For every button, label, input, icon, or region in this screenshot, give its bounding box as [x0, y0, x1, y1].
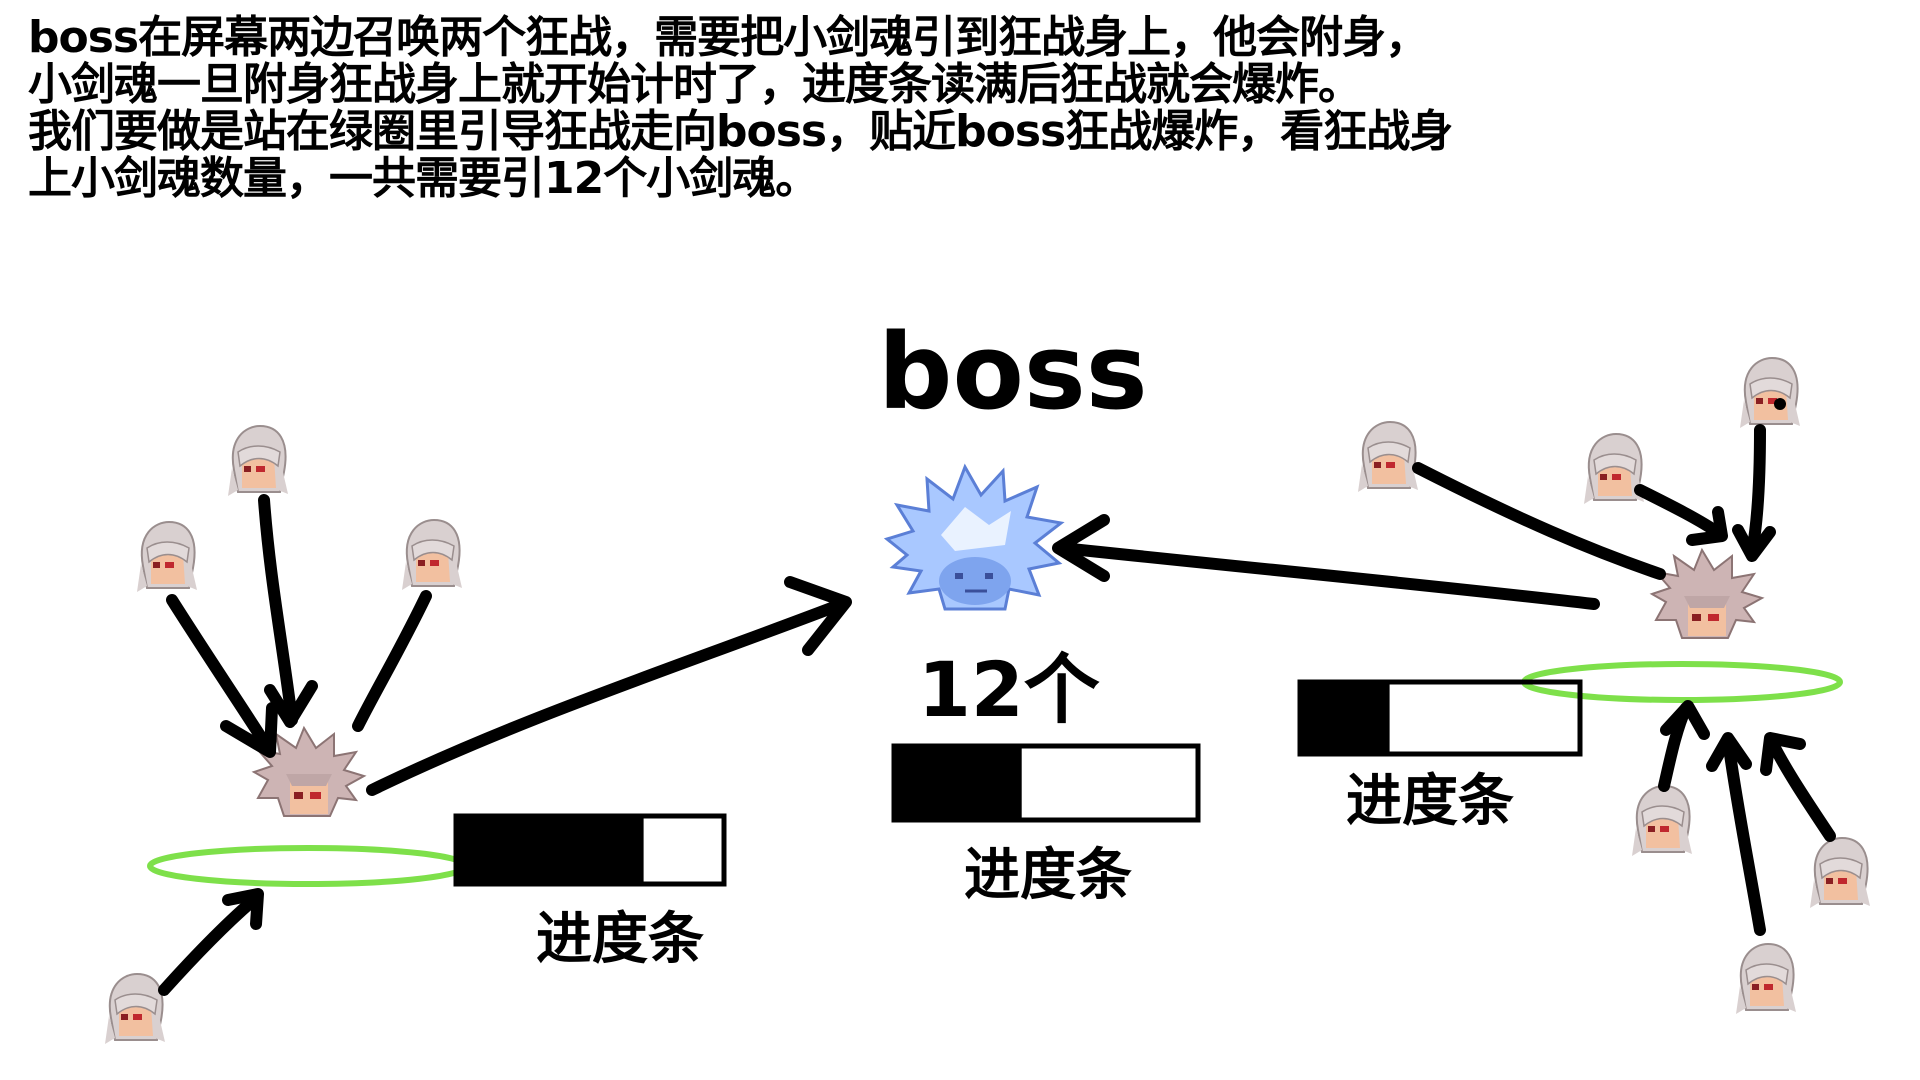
instruction-line: 我们要做是站在绿圈里引导狂战走向boss，贴近boss狂战爆炸，看狂战身: [28, 106, 1453, 157]
small-sword-soul-head-icon: [401, 519, 463, 591]
right-berserker-group: 进度条: [1052, 357, 1871, 1015]
small-sword-soul-head-icon: [227, 425, 289, 497]
arrowhead: [1706, 732, 1752, 772]
arrow-to-boss: [1056, 542, 1600, 610]
arrowhead: [1686, 506, 1728, 546]
arrowhead: [1660, 700, 1710, 740]
progress-bar-label: 进度条: [536, 907, 704, 972]
arrow: [352, 590, 432, 732]
progress-bar-right: [1297, 679, 1583, 757]
progress-bar-left: [453, 813, 727, 887]
arrowhead: [1760, 732, 1806, 776]
ink-dot: [1774, 398, 1786, 410]
arrow: [1722, 734, 1766, 936]
arrow: [1746, 424, 1766, 558]
small-sword-soul-head-icon: [1357, 421, 1419, 493]
arrowhead: [264, 680, 318, 728]
arrowhead: [784, 576, 852, 656]
small-sword-soul-head-icon: [136, 521, 198, 593]
arrow: [1412, 462, 1666, 580]
arrowhead: [222, 888, 264, 930]
progress-bar-label: 进度条: [1346, 769, 1514, 834]
berserker-head-icon: [1651, 549, 1763, 639]
instruction-line: boss在屏幕两边召唤两个狂战，需要把小剑魂引到狂战身上，他会附身，: [28, 12, 1429, 63]
left-berserker-group: 进度条: [104, 425, 852, 1045]
arrowhead: [1732, 524, 1776, 562]
arrow: [1634, 484, 1726, 540]
boss-spirit-icon: [885, 465, 1063, 611]
instruction-text: boss在屏幕两边召唤两个狂战，需要把小剑魂引到狂战身上，他会附身， 小剑魂一旦…: [28, 14, 1728, 202]
arrowhead: [1052, 514, 1110, 582]
green-circle: [147, 845, 469, 887]
progress-bar-label: 进度条: [964, 843, 1132, 908]
instruction-line: 上小剑魂数量，一共需要引12个小剑魂。: [28, 153, 819, 204]
boss-label: boss: [878, 311, 1148, 433]
instruction-line: 小剑魂一旦附身狂战身上就开始计时了，进度条读满后狂战就会爆炸。: [28, 59, 1362, 110]
soul-count-label: 12个: [918, 645, 1100, 734]
small-sword-soul-head-icon: [104, 973, 166, 1045]
small-sword-soul-head-icon: [1809, 837, 1871, 909]
arrow: [1766, 736, 1836, 842]
arrow: [166, 594, 274, 754]
arrow-to-boss: [366, 598, 848, 796]
small-sword-soul-head-icon: [1735, 943, 1797, 1015]
small-sword-soul-head-icon: [1631, 785, 1693, 857]
arrow: [258, 494, 298, 726]
small-sword-soul-head-icon: [1739, 357, 1801, 429]
arrowhead: [220, 702, 278, 758]
arrow: [158, 892, 262, 996]
small-sword-soul-head-icon: [1583, 433, 1645, 505]
progress-bar-center: [891, 743, 1201, 823]
